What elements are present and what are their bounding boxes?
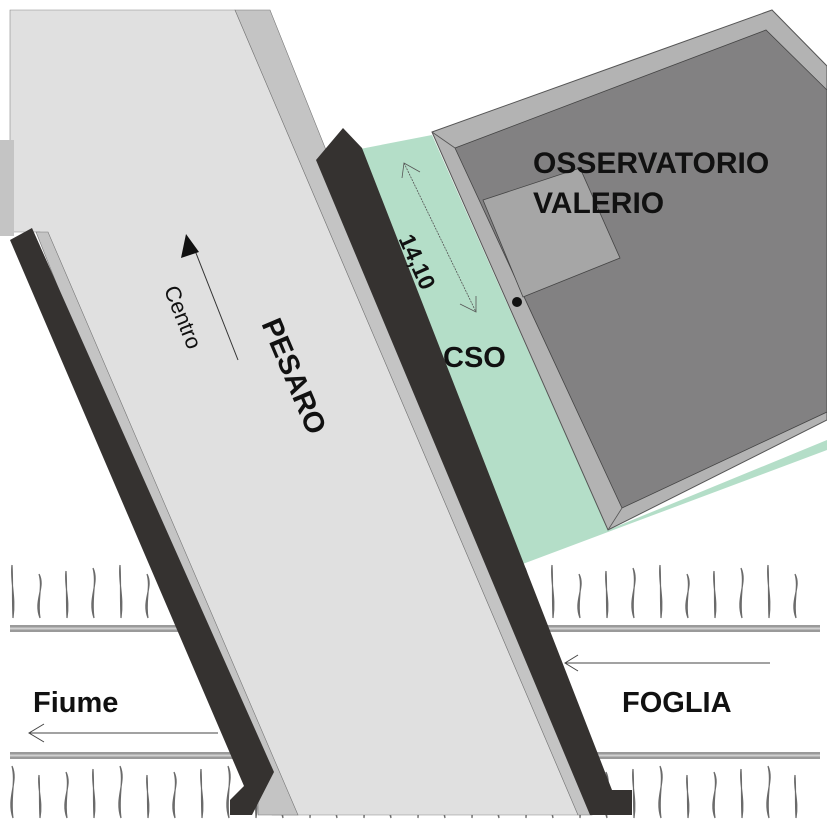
grass-tuft [10,765,15,819]
building-name-line2: VALERIO [533,187,664,220]
left-sidewalk [0,140,14,236]
grass-tuft [793,573,798,619]
dimension-arrowhead-bottom-icon [459,296,477,313]
grass-tuft [739,768,744,819]
grass-tuft [793,774,798,819]
left-parapet-wall [10,228,274,815]
grass-tuft [550,564,555,619]
grass-tuft [118,564,123,619]
grass-tuft [64,570,69,619]
grass-tuft [145,573,150,619]
dimension-arrowhead-top-icon [401,162,421,179]
grass-tuft [64,771,69,819]
grass-tuft [226,765,231,819]
grass-tuft [685,774,690,819]
grass-tuft [739,567,744,619]
grass-tuft [577,573,582,619]
grass-tuft [658,765,663,819]
cso-label: CSO [443,342,506,374]
grass-tuft [604,570,609,619]
direction-arrow-up-left-icon [181,234,199,258]
grass-tuft [766,564,771,619]
grass-tuft [145,774,150,819]
grass-tuft [685,573,690,619]
flow-arrowhead-left-icon [28,723,45,743]
grass-tuft [631,768,636,819]
grass-tuft [712,570,717,619]
grass-tuft [37,774,42,819]
grass-tuft [631,567,636,619]
grass-tuft [658,564,663,619]
bevel-edge [431,131,456,149]
grass-tuft [91,768,96,819]
grass-tuft [712,771,717,819]
grass-tuft [766,765,771,819]
flow-arrowhead-right-icon [564,654,579,672]
grass-tuft [118,765,123,819]
dimension-line [403,162,477,313]
point-marker-dot-icon [512,297,522,307]
building-roof [454,29,827,509]
grass-tuft [199,768,204,819]
bevel-edge [607,507,623,531]
grass-tuft [37,573,42,619]
right-parapet-wall [316,128,632,815]
building-annex [482,167,621,298]
grass-tuft [91,567,96,619]
direction-arrow-line [193,247,239,361]
building-name-line1: OSSERVATORIO [533,147,769,180]
grass-tuft [10,564,15,619]
river-label-right: FOGLIA [622,687,732,719]
river-label-left: Fiume [33,687,118,719]
grass-tuft [172,771,177,819]
